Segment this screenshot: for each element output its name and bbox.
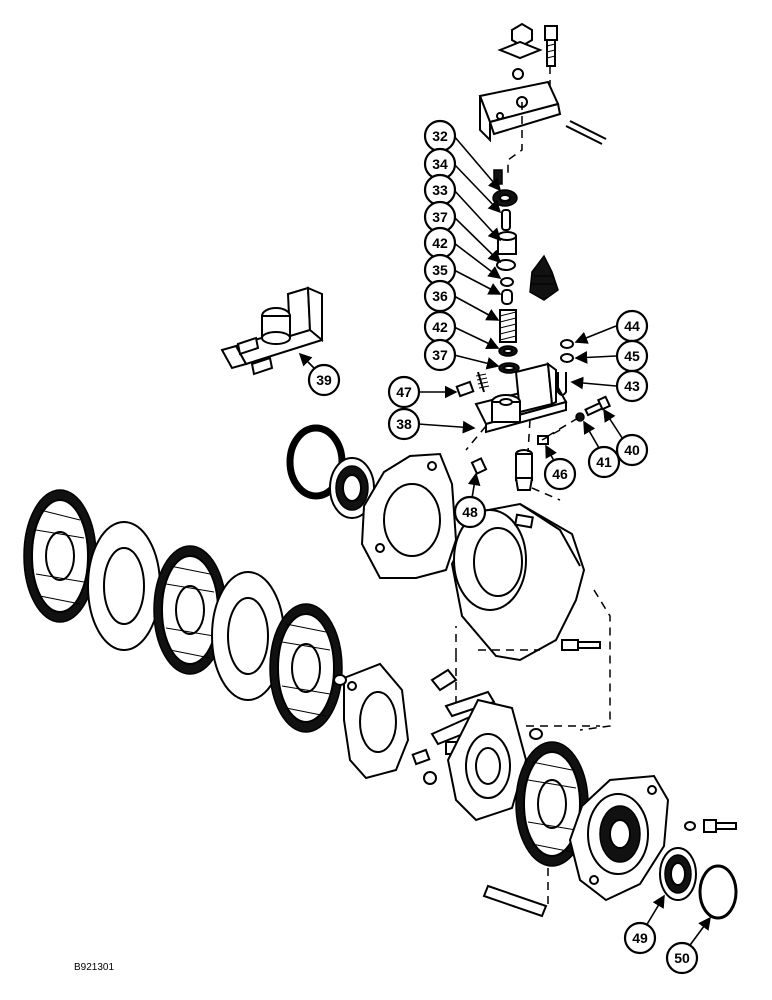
washer-37-upper [496, 259, 516, 271]
svg-text:44: 44 [624, 318, 640, 334]
callout-35: 35 [423, 253, 457, 287]
screw-48 [470, 457, 488, 475]
pressure-plate [343, 662, 410, 780]
svg-text:38: 38 [396, 416, 412, 432]
cover-bolt [684, 819, 737, 833]
callout-48: 48 [453, 495, 487, 529]
callout-leaders [298, 135, 711, 957]
svg-text:36: 36 [432, 288, 448, 304]
bearing-49 [659, 847, 697, 901]
actuating-links [411, 668, 496, 766]
callout-43: 43 [615, 369, 649, 403]
small-washer [512, 68, 524, 80]
svg-text:45: 45 [624, 348, 640, 364]
steel-disc-2 [211, 571, 285, 701]
svg-text:37: 37 [432, 209, 448, 225]
svg-text:39: 39 [316, 372, 332, 388]
main-housing [450, 502, 586, 662]
sleeve-33 [497, 231, 517, 255]
bolt-40 [584, 395, 612, 417]
washer-42-lower [498, 345, 518, 357]
callout-37-upper: 37 [423, 200, 457, 234]
assembly-lines-middle [465, 417, 579, 501]
washer-44 [560, 339, 574, 349]
svg-text:50: 50 [674, 950, 690, 966]
callout-32: 32 [423, 119, 457, 153]
washer-42-upper [500, 277, 514, 287]
housing-bolt [561, 639, 601, 651]
washer-37-lower [498, 362, 520, 374]
svg-text:49: 49 [632, 930, 648, 946]
svg-text:48: 48 [462, 504, 478, 520]
callout-41: 41 [587, 445, 621, 479]
svg-text:46: 46 [552, 466, 568, 482]
friction-disc-2 [153, 545, 227, 675]
small-nut-left [333, 674, 347, 686]
callout-45: 45 [615, 339, 649, 373]
svg-text:33: 33 [432, 182, 448, 198]
svg-text:47: 47 [396, 384, 412, 400]
callout-34: 34 [423, 147, 457, 181]
spring-seat-32 [492, 189, 518, 207]
gasket-plate [360, 452, 458, 579]
washer-41 [575, 412, 585, 422]
spring-36 [499, 309, 517, 343]
svg-text:32: 32 [432, 128, 448, 144]
callout-36: 36 [423, 279, 457, 313]
cotter-pin [565, 120, 607, 145]
spring-hook [475, 371, 490, 393]
svg-text:35: 35 [432, 262, 448, 278]
svg-text:43: 43 [624, 378, 640, 394]
u-clip-43 [557, 372, 567, 396]
svg-text:42: 42 [432, 319, 448, 335]
screw-47 [455, 380, 475, 398]
bearing [329, 457, 375, 519]
callout-46: 46 [543, 457, 577, 491]
center-line-upper [507, 102, 523, 178]
callout-38: 38 [387, 407, 421, 441]
friction-disc-4 [515, 741, 589, 867]
snap-ring-50 [698, 864, 738, 920]
callout-39: 39 [307, 363, 341, 397]
svg-text:34: 34 [432, 156, 448, 172]
top-bolt [544, 25, 558, 67]
drawing-id: B921301 [74, 962, 114, 973]
callout-42-upper: 42 [423, 226, 457, 260]
top-bracket [478, 80, 562, 143]
small-nut-right [529, 728, 543, 740]
callout-33: 33 [423, 173, 457, 207]
rubber-boot [529, 254, 559, 301]
friction-disc-3 [269, 603, 343, 733]
callout-40: 40 [615, 433, 649, 467]
callout-37-lower: 37 [423, 338, 457, 372]
small-screw [493, 169, 503, 185]
long-pin [482, 884, 548, 918]
bracket-38 [474, 361, 568, 434]
ball [423, 771, 437, 785]
callout-50: 50 [665, 941, 699, 975]
outer-cover [568, 774, 670, 902]
svg-text:40: 40 [624, 442, 640, 458]
bracket-39 [220, 286, 324, 376]
shaft [514, 449, 534, 491]
washer-45 [560, 353, 574, 363]
friction-disc-1 [23, 489, 97, 623]
top-nut [497, 22, 543, 60]
callout-47: 47 [387, 375, 421, 409]
svg-text:41: 41 [596, 454, 612, 470]
callout-42-lower: 42 [423, 310, 457, 344]
brake-lever [446, 698, 528, 822]
plug-35 [501, 289, 513, 305]
assembly-lines-housing [455, 589, 611, 731]
svg-text:37: 37 [432, 347, 448, 363]
pin-34 [501, 209, 511, 231]
svg-text:42: 42 [432, 235, 448, 251]
steel-disc-1 [87, 521, 161, 651]
callout-49: 49 [623, 921, 657, 955]
callout-44: 44 [615, 309, 649, 343]
